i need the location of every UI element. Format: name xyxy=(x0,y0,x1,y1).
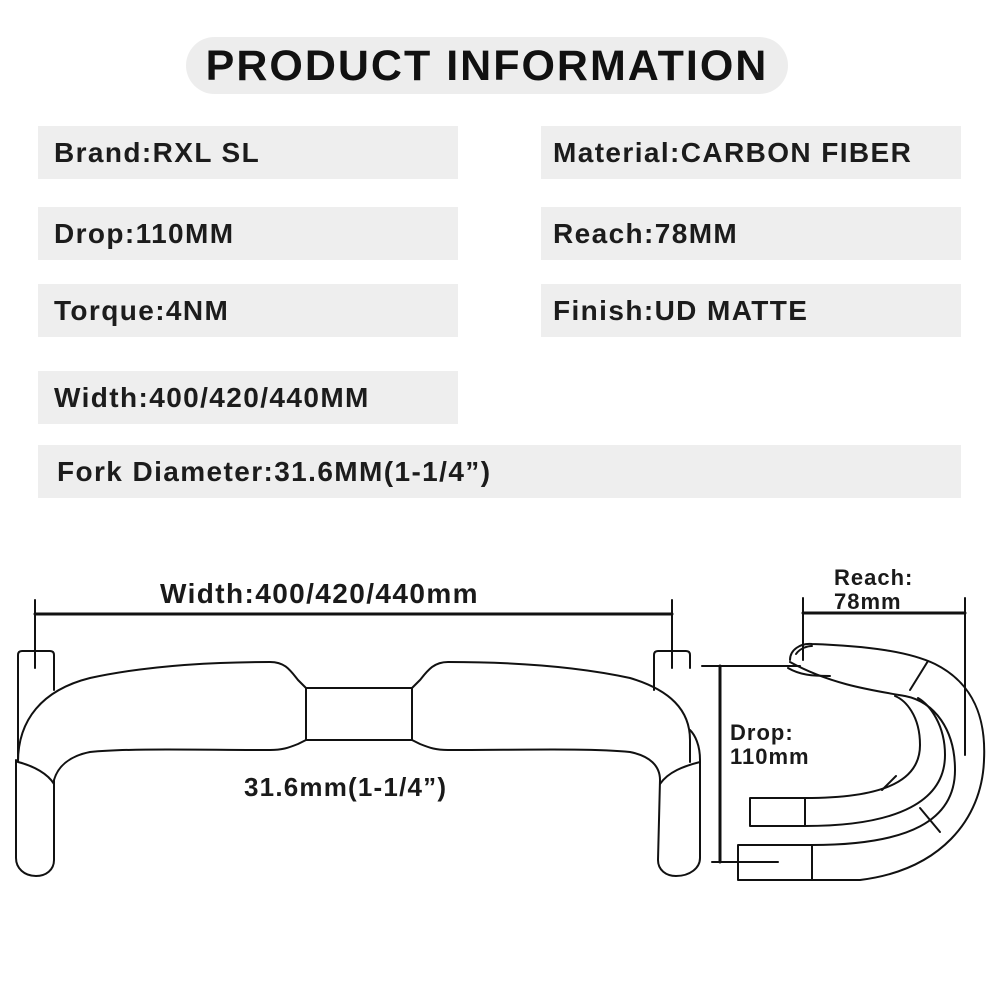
drop-dimension-line xyxy=(701,664,801,864)
handlebar-front-view xyxy=(15,650,701,877)
spec-finish: Finish:UD MATTE xyxy=(541,284,961,337)
handlebar-side-view xyxy=(737,642,986,881)
spec-drop: Drop:110MM xyxy=(38,207,458,260)
spec-material: Material:CARBON FIBER xyxy=(541,126,961,179)
spec-fork-diameter: Fork Diameter:31.6MM(1-1/4”) xyxy=(38,445,961,498)
drop-label-line1: Drop: xyxy=(730,720,794,745)
spec-brand: Brand:RXL SL xyxy=(38,126,458,179)
handlebar-diagram: Width:400/420/440mm 31.6mm(1-1/4”) Reach… xyxy=(15,565,986,881)
reach-label-line2: 78mm xyxy=(834,589,902,614)
page-title: PRODUCT INFORMATION xyxy=(186,37,788,94)
spec-reach: Reach:78MM xyxy=(541,207,961,260)
drop-label-line2: 110mm xyxy=(730,744,810,769)
width-label: Width:400/420/440mm xyxy=(160,578,479,609)
width-dimension-line xyxy=(33,599,674,669)
spec-torque: Torque:4NM xyxy=(38,284,458,337)
reach-dimension-line xyxy=(801,597,967,756)
clamp-diameter-label: 31.6mm(1-1/4”) xyxy=(244,772,447,802)
spec-width: Width:400/420/440MM xyxy=(38,371,458,424)
reach-label-line1: Reach: xyxy=(834,565,913,590)
